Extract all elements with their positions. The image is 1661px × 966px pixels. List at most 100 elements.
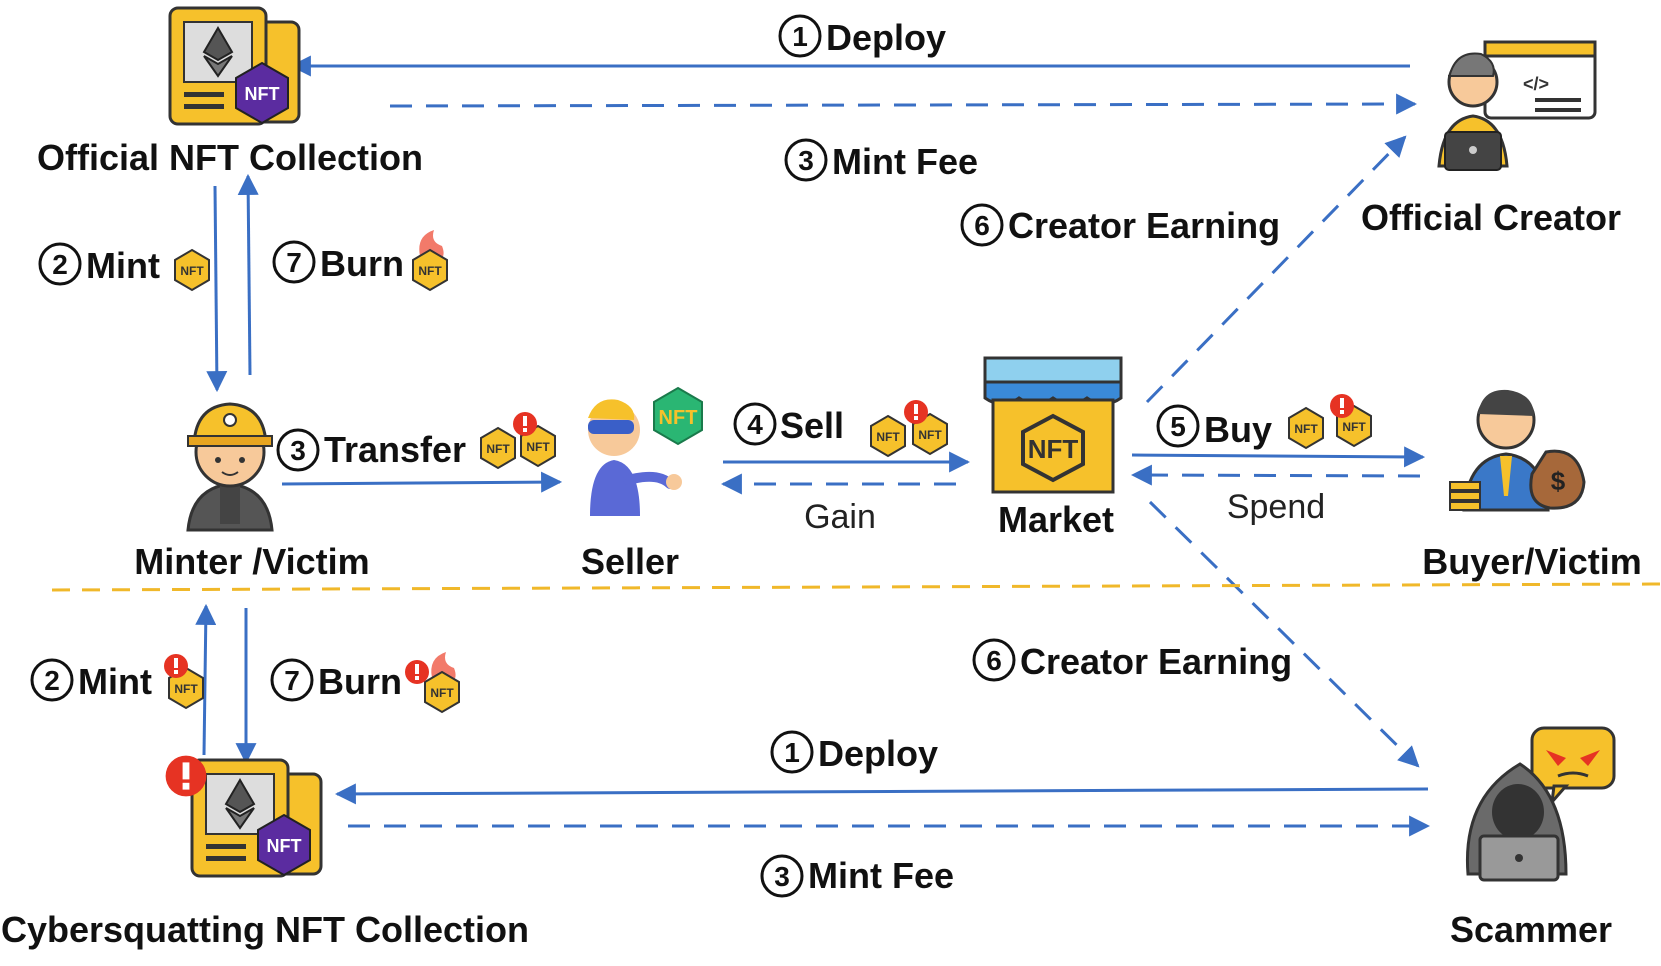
sell-nft-text-2: NFT — [918, 428, 942, 442]
svg-text:Transfer: Transfer — [324, 429, 466, 470]
svg-text:5: 5 — [1170, 411, 1186, 442]
minter-icon — [186, 402, 274, 532]
step-bottom-mint: 2 Mint — [30, 658, 152, 702]
svg-text:7: 7 — [286, 247, 302, 278]
step-top-burn: 7 Burn — [272, 240, 404, 284]
svg-text:6: 6 — [974, 210, 990, 241]
official-collection-nft-text: NFT — [245, 84, 280, 104]
step-top-creator-earning: 6 Creator Earning — [960, 203, 1280, 247]
svg-text:Mint: Mint — [86, 245, 160, 286]
sell-nft-icon-2: NFT — [912, 413, 948, 455]
bottom-creator-earning-arrow — [1148, 500, 1420, 768]
step-buy: 5 Buy — [1156, 404, 1272, 450]
sell-nft-icon-1: NFT — [870, 415, 906, 457]
transfer-arrow — [281, 471, 563, 493]
svg-text:Sell: Sell — [780, 405, 844, 446]
top-burn-arrow — [237, 173, 259, 376]
svg-text:Deploy: Deploy — [826, 17, 946, 58]
buy-nft-text-1: NFT — [1294, 422, 1318, 436]
cyber-collection-icon: NFT — [190, 758, 323, 878]
svg-text:Deploy: Deploy — [818, 733, 938, 774]
svg-text:3: 3 — [774, 861, 790, 892]
svg-text:7: 7 — [284, 665, 300, 696]
top-burn-nft-icon: NFT — [412, 230, 448, 291]
transfer-nft-icon-1: NFT — [480, 427, 516, 469]
svg-text:4: 4 — [747, 409, 763, 440]
official-creator-label: Official Creator — [1361, 197, 1621, 238]
buy-nft-icon-1: NFT — [1288, 407, 1324, 449]
cyber-collection-nft-text: NFT — [267, 836, 302, 856]
step-transfer: 3 Transfer — [276, 428, 466, 472]
top-burn-nft-text: NFT — [418, 264, 442, 278]
transfer-nft-icon-2: NFT — [520, 425, 556, 467]
arrows — [195, 55, 1431, 837]
top-mint-nft-icon: NFT — [174, 249, 210, 291]
seller-icon: NFT — [588, 386, 703, 516]
bottom-mint-nft-icon: NFT — [168, 667, 204, 709]
step-bottom-deploy: 1 Deploy — [770, 730, 938, 774]
svg-text:Mint Fee: Mint Fee — [808, 855, 954, 896]
svg-text:Creator Earning: Creator Earning — [1008, 205, 1280, 246]
official-creator-icon: </> — [1437, 40, 1597, 171]
svg-text:</>: </> — [1523, 74, 1549, 94]
sell-nft-text-1: NFT — [876, 430, 900, 444]
top-mint-arrow — [206, 185, 228, 393]
step-spend: Spend — [1227, 488, 1325, 526]
step-top-mint: 2 Mint — [38, 242, 160, 286]
svg-text:$: $ — [1551, 466, 1566, 496]
svg-text:Burn: Burn — [320, 243, 404, 284]
bottom-burn-nft-text: NFT — [430, 686, 454, 700]
spend-arrow — [1130, 464, 1421, 486]
svg-text:Burn: Burn — [318, 661, 402, 702]
svg-text:2: 2 — [52, 249, 68, 280]
official-collection-label: Official NFT Collection — [37, 137, 423, 178]
cyber-collection-warning-icon — [165, 755, 207, 797]
bottom-deploy-arrow — [334, 783, 1429, 805]
step-sell: 4 Sell — [733, 402, 844, 446]
scammer-icon — [1465, 726, 1616, 882]
seller-nft-text: NFT — [659, 407, 698, 429]
step-top-deploy: 1 Deploy — [778, 14, 946, 58]
step-bottom-burn: 7 Burn — [270, 658, 402, 702]
buy-nft-text-2: NFT — [1342, 420, 1366, 434]
svg-text:3: 3 — [290, 435, 306, 466]
svg-text:2: 2 — [44, 665, 60, 696]
svg-text:6: 6 — [986, 645, 1002, 676]
buy-nft-icon-2: NFT — [1336, 405, 1372, 447]
market-label: Market — [998, 499, 1114, 540]
svg-text:1: 1 — [792, 21, 808, 52]
buy-arrow — [1131, 446, 1426, 468]
minter-label: Minter /Victim — [134, 541, 369, 582]
top-mint-nft-text: NFT — [180, 264, 204, 278]
step-top-mint-fee: 3 Mint Fee — [784, 138, 978, 182]
buyer-icon: $ — [1449, 389, 1586, 512]
top-mint-fee-arrow — [389, 93, 1418, 115]
bottom-mint-nft-text: NFT — [174, 682, 198, 696]
bottom-burn-warning-icon — [405, 660, 429, 684]
divider-line — [51, 582, 1661, 592]
svg-text:Mint: Mint — [78, 661, 152, 702]
svg-text:Mint Fee: Mint Fee — [832, 141, 978, 182]
official-collection-icon: NFT — [168, 6, 301, 126]
step-bottom-creator-earning: 6 Creator Earning — [972, 638, 1292, 682]
market-nft-text: NFT — [1028, 434, 1079, 464]
svg-text:Creator Earning: Creator Earning — [1020, 641, 1292, 682]
transfer-nft-text-1: NFT — [486, 442, 510, 456]
svg-text:1: 1 — [784, 737, 800, 768]
buy-warning-icon — [1330, 394, 1354, 418]
bottom-mint-arrow — [195, 603, 217, 756]
step-gain: Gain — [804, 498, 876, 536]
market-icon: NFT — [983, 356, 1123, 494]
cyber-collection-label: Cybersquatting NFT Collection — [1, 909, 529, 950]
bottom-burn-nft-icon: NFT — [424, 652, 460, 713]
bottom-mint-warning-icon — [164, 654, 188, 678]
svg-text:Buy: Buy — [1204, 409, 1272, 450]
seller-label: Seller — [581, 541, 679, 582]
transfer-warning-icon — [513, 412, 537, 436]
step-bottom-mint-fee: 3 Mint Fee — [760, 854, 954, 898]
scammer-label: Scammer — [1450, 909, 1612, 950]
buyer-label: Buyer/Victim — [1422, 541, 1641, 582]
sell-warning-icon — [904, 400, 928, 424]
transfer-nft-text-2: NFT — [526, 440, 550, 454]
